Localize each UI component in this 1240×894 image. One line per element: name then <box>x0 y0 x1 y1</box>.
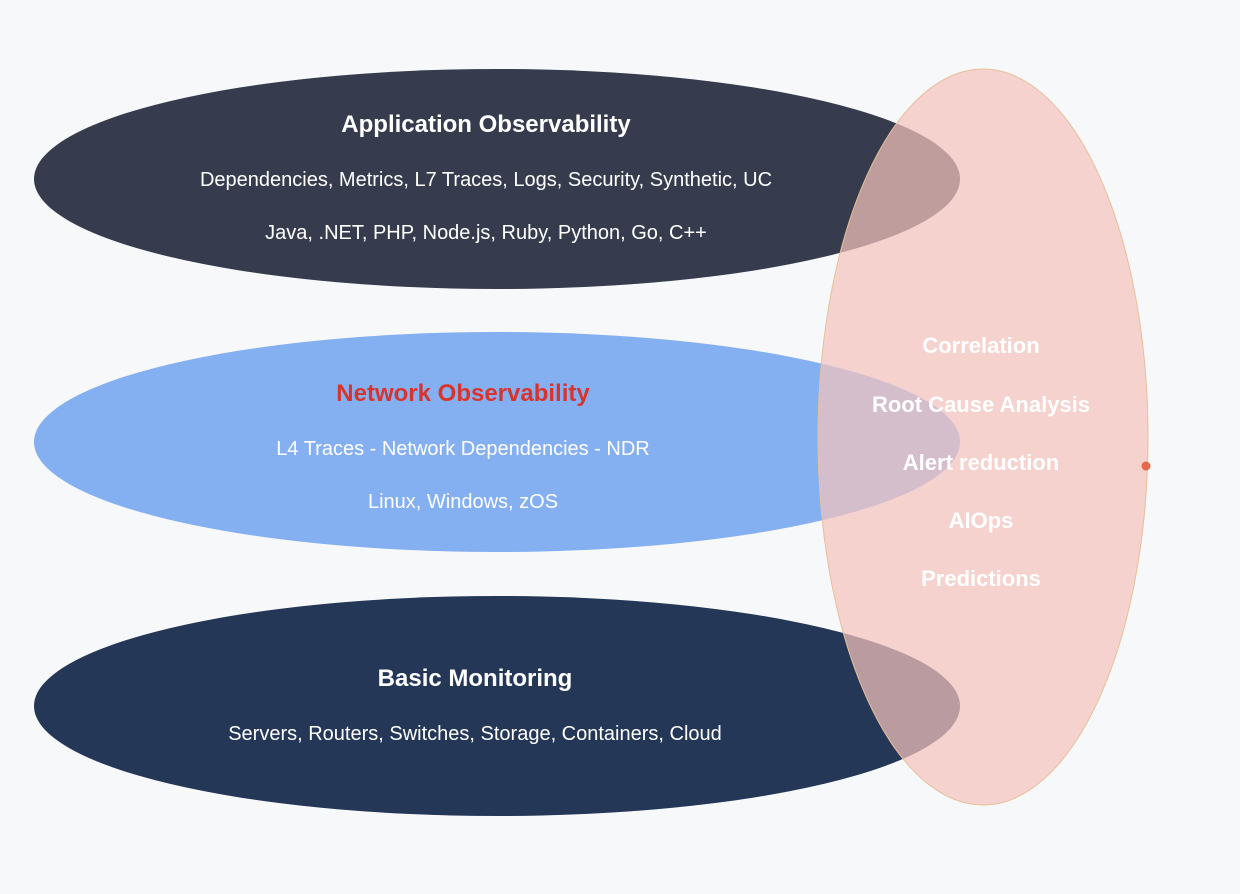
overlay-item-aiops: AIOps <box>948 508 1014 533</box>
overlay-item-alert-reduction: Alert reduction <box>902 450 1060 475</box>
network-platforms-text: Linux, Windows, zOS <box>367 491 559 513</box>
application-observability-title: Application Observability <box>341 111 631 138</box>
application-capabilities-text: Dependencies, Metrics, L7 Traces, Logs, … <box>199 169 773 191</box>
intelligence-overlay-ellipse <box>817 68 1149 806</box>
overlay-item-root-cause-analysis: Root Cause Analysis <box>871 392 1091 417</box>
application-languages-text: Java, .NET, PHP, Node.js, Ruby, Python, … <box>265 222 707 244</box>
overlay-item-predictions: Predictions <box>921 566 1041 591</box>
application-observability-ellipse <box>34 69 960 289</box>
network-observability-title: Network Observability <box>336 380 590 407</box>
network-capabilities-text: L4 Traces - Network Dependencies - NDR <box>276 438 650 460</box>
network-observability-ellipse <box>34 332 960 552</box>
basic-monitoring-targets-text: Servers, Routers, Switches, Storage, Con… <box>228 723 722 745</box>
basic-monitoring-title: Basic Monitoring <box>377 665 573 692</box>
overlay-item-correlation: Correlation <box>922 333 1040 358</box>
basic-monitoring-ellipse <box>34 596 960 816</box>
connection-dot <box>1141 461 1151 471</box>
